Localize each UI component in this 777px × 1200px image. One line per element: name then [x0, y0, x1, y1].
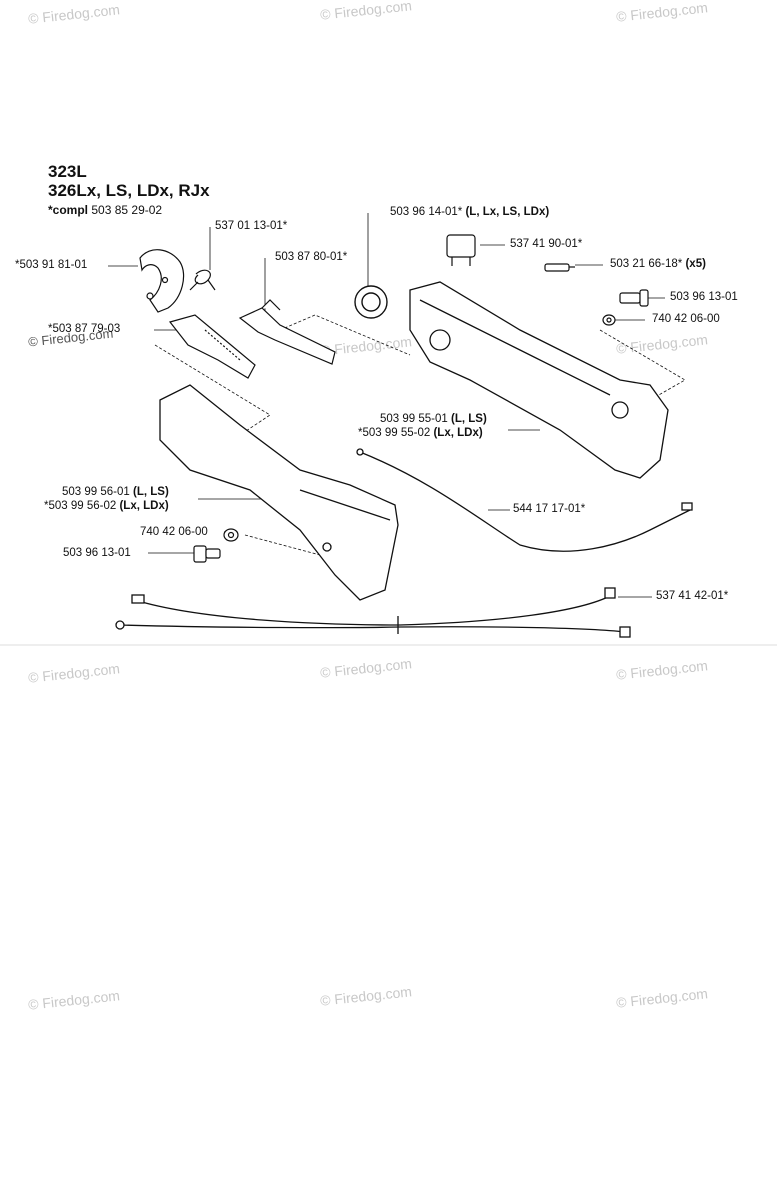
- handle-half-right-part: [409, 281, 669, 479]
- part-label[interactable]: *503 99 56-02 (Lx, LDx): [44, 500, 169, 512]
- trigger-part: [168, 314, 256, 379]
- part-label[interactable]: 537 41 42-01*: [656, 590, 729, 602]
- screw-part: [193, 545, 221, 563]
- throttle-lever-part: [238, 299, 336, 365]
- washer-part: [223, 528, 239, 542]
- ring-part: [354, 285, 388, 319]
- part-label[interactable]: 740 42 06-00: [140, 526, 208, 538]
- part-label[interactable]: 537 41 90-01*: [510, 238, 583, 250]
- throttle-cable-part: [356, 448, 693, 552]
- model-variants: 326Lx, LS, LDx, RJx: [48, 181, 210, 200]
- part-label[interactable]: *503 91 81-01: [15, 259, 88, 271]
- complete-assembly-number: *compl 503 85 29-02: [48, 203, 163, 217]
- screw-part: [619, 289, 649, 307]
- screw-part: [544, 263, 575, 272]
- assembly-guide: [244, 534, 321, 556]
- part-label[interactable]: 537 01 13-01*: [215, 220, 288, 232]
- stop-switch-part: [446, 234, 476, 266]
- part-label[interactable]: 503 99 55-01 (L, LS): [380, 413, 487, 425]
- bracket-part: [139, 249, 185, 313]
- washer-part: [602, 314, 616, 326]
- assembly-guide: [279, 314, 411, 356]
- part-label[interactable]: 503 87 80-01*: [275, 251, 348, 263]
- part-label[interactable]: 544 17 17-01*: [513, 503, 586, 515]
- part-label[interactable]: 740 42 06-00: [652, 313, 720, 325]
- part-label[interactable]: *503 87 79-03: [48, 323, 121, 335]
- part-label[interactable]: 503 96 14-01* (L, Lx, LS, LDx): [390, 206, 550, 218]
- spring-part: [189, 269, 216, 291]
- assembly-guide: [599, 329, 686, 401]
- part-label[interactable]: *503 99 55-02 (Lx, LDx): [358, 427, 483, 439]
- model-title: 323L: [48, 162, 87, 181]
- part-label[interactable]: 503 21 66-18* (x5): [610, 258, 706, 270]
- part-label[interactable]: 503 96 13-01: [63, 547, 131, 559]
- part-label[interactable]: 503 96 13-01: [670, 291, 738, 303]
- wiring-harness-part: [115, 587, 631, 638]
- part-label[interactable]: 503 99 56-01 (L, LS): [62, 486, 169, 498]
- handle-half-left-part: [159, 384, 399, 601]
